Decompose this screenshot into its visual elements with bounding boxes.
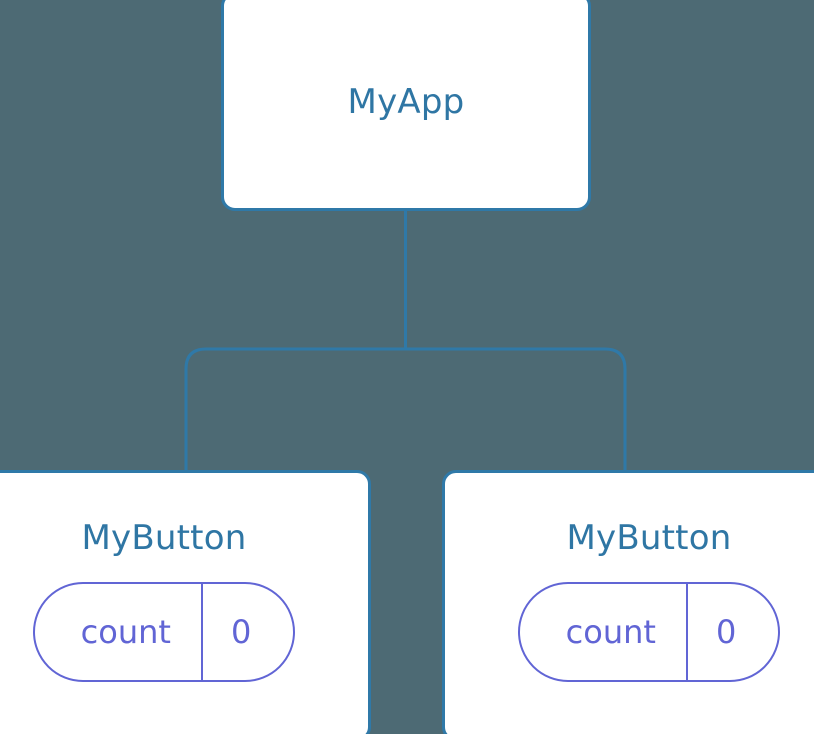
node-title: MyApp [347, 81, 465, 122]
state-pill[interactable]: count 0 [517, 582, 781, 682]
state-value: 0 [230, 613, 252, 651]
edge-to-child-1 [405, 347, 627, 472]
edge-to-child-0 [184, 347, 406, 472]
node-title: MyButton [81, 518, 247, 558]
node-mybutton-1[interactable]: MyButton count 0 [442, 470, 814, 734]
state-key: count [80, 613, 171, 651]
node-myapp[interactable]: MyApp [221, 0, 591, 211]
pill-divider [685, 584, 688, 680]
node-mybutton-0[interactable]: MyButton count 0 [0, 470, 371, 734]
state-value: 0 [715, 613, 737, 651]
node-title: MyButton [566, 518, 732, 558]
pill-divider [200, 584, 203, 680]
state-pill[interactable]: count 0 [32, 582, 296, 682]
state-key: count [565, 613, 656, 651]
